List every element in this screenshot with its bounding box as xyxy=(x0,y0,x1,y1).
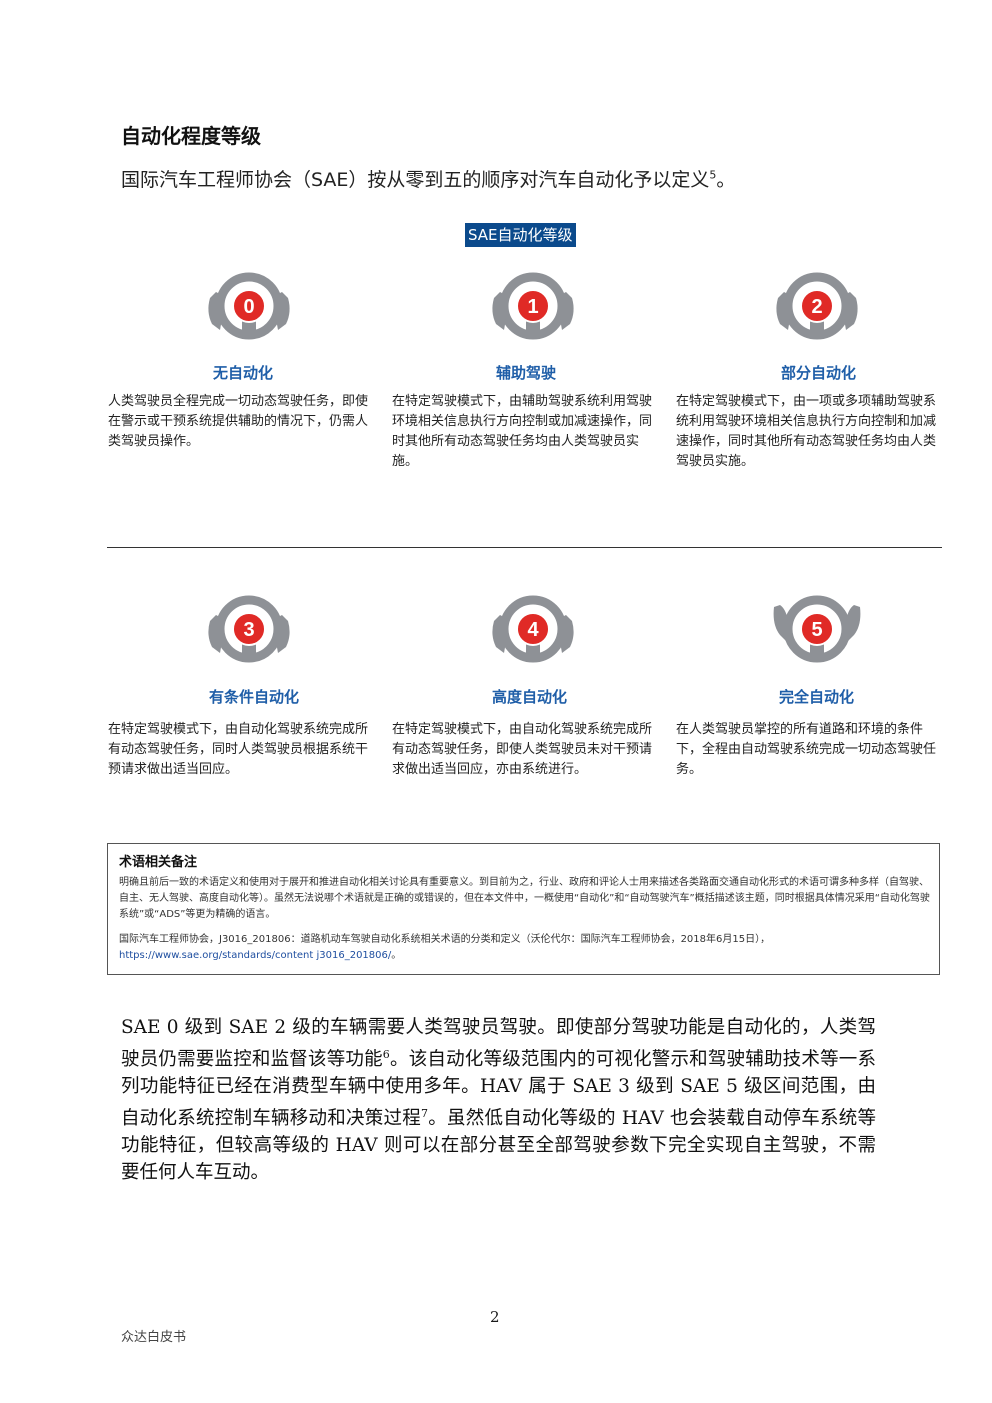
steering-wheel-level-5-icon: 5 xyxy=(772,591,862,669)
level-2-description: 在特定驾驶模式下，由一项或多项辅助驾驶系统利用驾驶环境相关信息执行方向控制和加减… xyxy=(676,394,937,469)
level-number-text: 4 xyxy=(527,619,539,641)
level-0-title: 无自动化 xyxy=(213,364,274,382)
level-number-text: 0 xyxy=(243,296,254,318)
terminology-note-box: 术语相关备注 明确且前后一致的术语定义和使用对于展开和推进自动化相关讨论具有重要… xyxy=(107,843,940,975)
intro-text: 国际汽车工程师协会（SAE）按从零到五的顺序对汽车自动化予以定义 xyxy=(121,169,710,191)
level-number-text: 3 xyxy=(243,619,254,641)
level-2-title: 部分自动化 xyxy=(781,364,857,382)
note-citation: 国际汽车工程师协会，J3016_201806：道路机动车驾驶自动化系统相关术语的… xyxy=(119,934,771,945)
body-sentence-3: 。虽然低自动化等级的 HAV 也会装载自动停车系统等功能特征，但较高等级的 HA… xyxy=(121,1108,876,1184)
steering-wheel-level-4-icon: 4 xyxy=(488,591,578,669)
level-5-description: 在人类驾驶员掌控的所有道路和环境的条件下，全程由自动驾驶系统完成一切动态驾驶任务… xyxy=(676,722,937,777)
footnote-ref-6[interactable]: 6 xyxy=(382,1048,390,1061)
level-number-text: 1 xyxy=(527,296,538,318)
note-link-tail: 。 xyxy=(391,950,402,961)
footer-label: 众达白皮书 xyxy=(121,1330,187,1345)
body-sentence-2: 。该自动化等级范围内的可视化警示和驾驶辅助技术等一系列功能特征已经在消费型车辆中… xyxy=(121,1049,876,1130)
level-number-text: 5 xyxy=(811,619,822,641)
level-5-title: 完全自动化 xyxy=(779,688,855,706)
sae-standard-link[interactable]: https://www.sae.org/standards/content j3… xyxy=(119,950,392,961)
intro-paragraph: 国际汽车工程师协会（SAE）按从零到五的顺序对汽车自动化予以定义5。 xyxy=(121,165,735,192)
level-0-description: 人类驾驶员全程完成一切动态驾驶任务，即使在警示或干预系统提供辅助的情况下，仍需人… xyxy=(108,394,369,449)
level-1-description: 在特定驾驶模式下，由辅助驾驶系统利用驾驶环境相关信息执行方向控制或加减速操作，同… xyxy=(392,394,653,469)
body-paragraph: SAE 0 级到 SAE 2 级的车辆需要人类驾驶员驾驶。即使部分驾驶功能是自动… xyxy=(121,1014,876,1186)
section-divider xyxy=(107,547,942,548)
note-paragraph-2: 国际汽车工程师协会，J3016_201806：道路机动车驾驶自动化系统相关术语的… xyxy=(119,932,931,964)
level-4-title: 高度自动化 xyxy=(492,688,568,706)
footnote-ref-7[interactable]: 7 xyxy=(421,1107,429,1121)
steering-wheel-level-2-icon: 2 xyxy=(772,268,862,346)
steering-wheel-level-3-icon: 3 xyxy=(204,591,294,669)
level-3-description: 在特定驾驶模式下，由自动化驾驶系统完成所有动态驾驶任务，同时人类驾驶员根据系统干… xyxy=(108,722,369,777)
level-4-description: 在特定驾驶模式下，由自动化驾驶系统完成所有动态驾驶任务，即使人类驾驶员未对干预请… xyxy=(392,722,653,777)
page-number: 2 xyxy=(490,1308,500,1326)
level-1-title: 辅助驾驶 xyxy=(496,364,557,382)
body-sentence-1: SAE 0 级到 SAE 2 级的车辆需要人类驾驶员驾驶。即使部分驾驶功能是自动… xyxy=(121,1017,876,1071)
section-heading: 自动化程度等级 xyxy=(121,124,261,148)
steering-wheel-level-0-icon: 0 xyxy=(204,268,294,346)
note-title: 术语相关备注 xyxy=(119,855,198,870)
sae-levels-banner: SAE自动化等级 xyxy=(465,223,576,247)
note-paragraph-1: 明确且前后一致的术语定义和使用对于展开和推进自动化相关讨论具有重要意义。到目前为… xyxy=(119,877,930,920)
level-3-title: 有条件自动化 xyxy=(209,688,300,706)
steering-wheel-level-1-icon: 1 xyxy=(488,268,578,346)
intro-tail: 。 xyxy=(716,169,736,191)
level-number-text: 2 xyxy=(811,296,822,318)
footnote-ref-5[interactable]: 5 xyxy=(709,168,717,182)
